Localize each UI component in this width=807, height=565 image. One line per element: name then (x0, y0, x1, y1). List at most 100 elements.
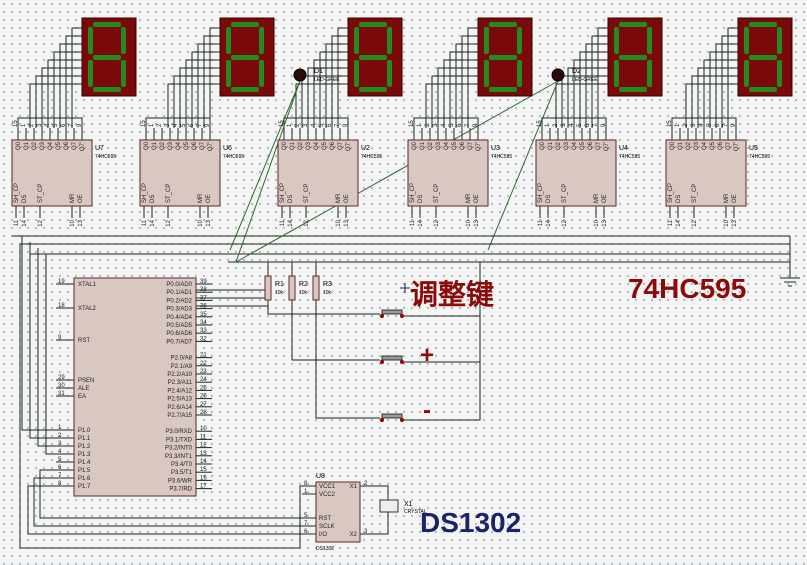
mcu-pin-num: 6 (58, 465, 62, 471)
rtc-pin-name: X2 (350, 532, 358, 538)
chip-bottom-pin-name: MR (724, 193, 730, 203)
chip-top-pin-num: 4 (441, 123, 447, 127)
rtc-pin-num: 6 (304, 529, 308, 535)
led-ref: D1 (314, 68, 323, 75)
display-pin-wire (313, 59, 348, 128)
chip-bottom-pin-name: SH_CP (14, 183, 20, 203)
chip-top-pin-num: 4 (699, 123, 705, 127)
mcu-pin-name: PSEN (78, 378, 94, 384)
chip-bottom-pin-name: SH_CP (410, 183, 416, 203)
minus-key-label: - (423, 397, 431, 424)
segment-c (259, 60, 264, 87)
chip-top-pin-num: 6 (715, 123, 721, 127)
chip-top-pin-name: Q2 (160, 141, 166, 150)
display-pin-wire (203, 35, 220, 128)
chip-top-pin-name: Q1 (24, 141, 30, 150)
chip-top-pin-num: 9 (731, 123, 737, 127)
chip-body (277, 139, 359, 207)
segment-e (88, 60, 93, 87)
chip-top-pin-name: Q3 (168, 141, 174, 150)
resistor-icon (312, 275, 320, 301)
chip-top-pin-name: Q6 (718, 141, 724, 150)
chip-bottom-pin-name: DS (150, 195, 156, 203)
chip-top-pin-name: Q6 (64, 141, 70, 150)
chip-top-pin-num: 3 (37, 123, 43, 127)
mcu-pin-name: P3.3/INT1 (165, 454, 193, 460)
chip-top-pin-name: Q0 (16, 141, 22, 150)
display-pin-wire (179, 67, 220, 128)
led-value: LED-GREE (572, 77, 598, 83)
chip-ref: U3 (491, 145, 500, 152)
display-pin-wire (295, 83, 348, 128)
mcu-pin-num: 16 (200, 475, 207, 481)
mcu-pin-name: EA (78, 394, 86, 400)
mcu-pin-name: P1.5 (78, 468, 91, 474)
led-ref: D2 (572, 68, 581, 75)
chip-top-pin-num: 1 (21, 123, 27, 127)
chip-bottom-pin-name: ST_CP (304, 184, 310, 203)
mcu-bus-wire (29, 242, 56, 439)
segment-b (777, 27, 782, 54)
chip-top-pin-num: 6 (61, 123, 67, 127)
display-pin-wire (443, 59, 478, 128)
led-wire (229, 80, 301, 251)
chip-bottom-pin-num: 10 (70, 219, 76, 226)
mcu-pin-name: XTAL1 (78, 282, 97, 288)
chip-top-pin-num: 1 (545, 123, 551, 127)
display-pin-wire (197, 43, 220, 128)
chip-top-pin-name: Q0 (282, 141, 288, 150)
display-pin-wire (685, 83, 738, 128)
chip-top-pin-num: 1 (149, 123, 155, 127)
chip-bottom-pin-name: SH_CP (668, 183, 674, 203)
chip-bottom-pin-name: ST_CP (562, 184, 568, 203)
mcu-pin-name: P2.2/A10 (167, 372, 192, 378)
mcu-pin-name: P3.0/RXD (165, 429, 192, 435)
segment-f (614, 27, 619, 54)
chip-top-pin-name: Q1 (548, 141, 554, 150)
mcu-pin-name: XTAL2 (78, 306, 97, 312)
segment-a (231, 22, 259, 27)
display-pin-wire (41, 67, 82, 128)
chip-top-pin-num: 1 (675, 123, 681, 127)
chip-part: 74HC595 (749, 154, 770, 160)
chip-bottom-pin-name: ST_CP (166, 184, 172, 203)
chip-bottom-pin-num: 14 (676, 219, 682, 226)
resistor-icon (264, 275, 272, 301)
chip-top-pin-num: 4 (569, 123, 575, 127)
chip-top-pin-num: 15 (667, 120, 673, 127)
chip-bottom-pin-name: ST_CP (692, 184, 698, 203)
mcu-pin-num: 27 (200, 402, 207, 408)
chip-bottom-pin-name: DS (546, 195, 552, 203)
chip-top-pin-num: 5 (53, 123, 59, 127)
segment-c (121, 60, 126, 87)
segment-d (489, 87, 517, 92)
rtc-pin-name: X1 (350, 484, 358, 490)
chip-top-pin-name: Q4 (314, 141, 320, 150)
mcu-pin-num: 10 (200, 426, 207, 432)
chip-body (665, 139, 747, 207)
chip-bottom-pin-num: 13 (474, 219, 480, 226)
rtc-pin-num: 2 (364, 481, 368, 487)
mcu-pin-name: P1.0 (78, 428, 91, 434)
mcu-bus-wire (21, 236, 56, 431)
segment-d (93, 87, 121, 92)
segment-f (354, 27, 359, 54)
chip-top-pin-num: 3 (691, 123, 697, 127)
chain-wire (541, 117, 607, 128)
chip-top-pin-name: Q4 (176, 141, 182, 150)
chip-top-pin-name: Q7' (604, 142, 610, 151)
mcu-pin-name: P1.1 (78, 436, 91, 442)
chip-top-pin-num: 3 (165, 123, 171, 127)
chip-top-pin-name: Q1 (290, 141, 296, 150)
parts-layer: D1LED-GREED2LED-GREEU774HC595Q015Q11Q22Q… (11, 17, 800, 552)
display-pin-wire (579, 51, 608, 128)
mcu-pin-num: 36 (200, 304, 207, 310)
chip-top-pin-name: Q2 (298, 141, 304, 150)
chip-top-pin-name: Q0 (670, 141, 676, 150)
chip-bottom-pin-name: DS (418, 195, 424, 203)
mcu-pin-name: P0.6/AD6 (166, 331, 192, 337)
display-pin-wire (573, 59, 608, 128)
chip-bottom-pin-name: MR (336, 193, 342, 203)
segment-f (744, 27, 749, 54)
display-pin-wire (691, 75, 738, 128)
